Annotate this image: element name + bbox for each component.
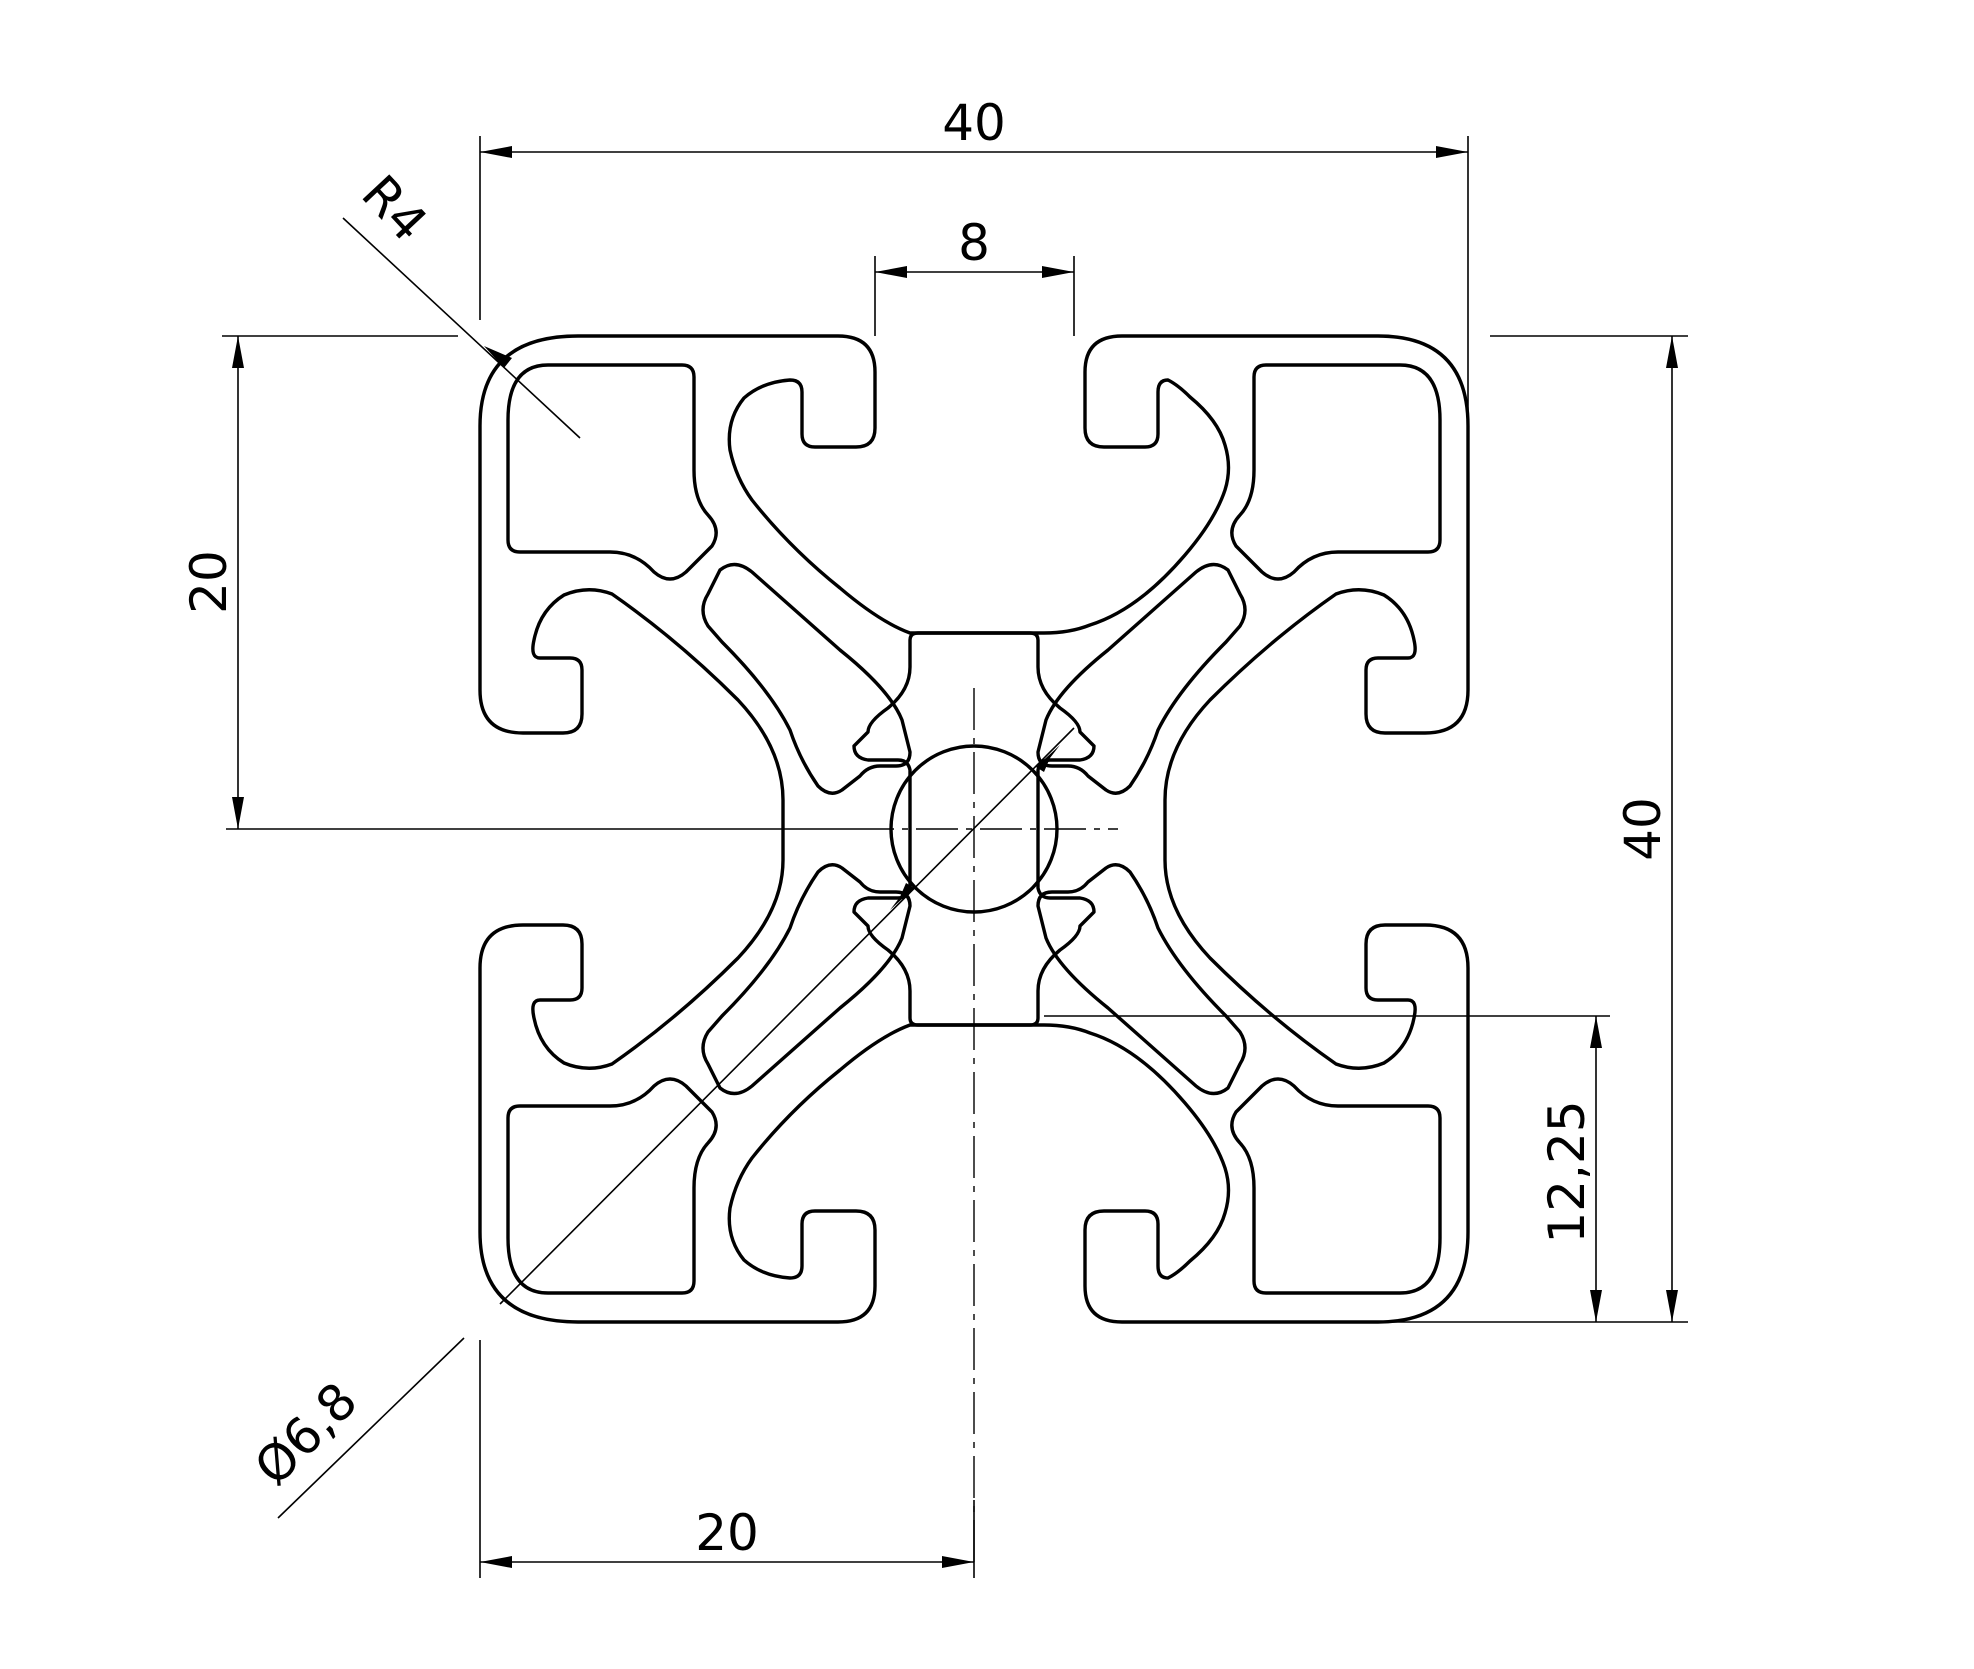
dimension-overall-height: 40 xyxy=(1388,335,1688,1323)
dimension-slot-width: 8 xyxy=(874,214,1075,336)
corner-radius-label: R4 xyxy=(351,164,439,252)
half-height-label: 20 xyxy=(180,550,238,614)
dimension-corner-radius: R4 xyxy=(342,164,581,439)
dimension-half-width: 20 xyxy=(479,1340,975,1578)
overall-height-label: 40 xyxy=(1614,797,1672,861)
slot-depth-label: 12,25 xyxy=(1538,1100,1596,1243)
half-width-label: 20 xyxy=(695,1504,759,1562)
dimension-slot-depth: 12,25 xyxy=(1044,1015,1610,1322)
dimension-half-height: 20 xyxy=(180,335,458,829)
dimension-bore-diameter: Ø6,8 xyxy=(243,727,1075,1519)
center-lines xyxy=(226,688,1118,1565)
overall-width-label: 40 xyxy=(942,94,1006,152)
slot-width-label: 8 xyxy=(958,214,990,272)
bore-diameter-label: Ø6,8 xyxy=(243,1371,368,1496)
dimension-overall-width: 40 xyxy=(479,94,1469,420)
